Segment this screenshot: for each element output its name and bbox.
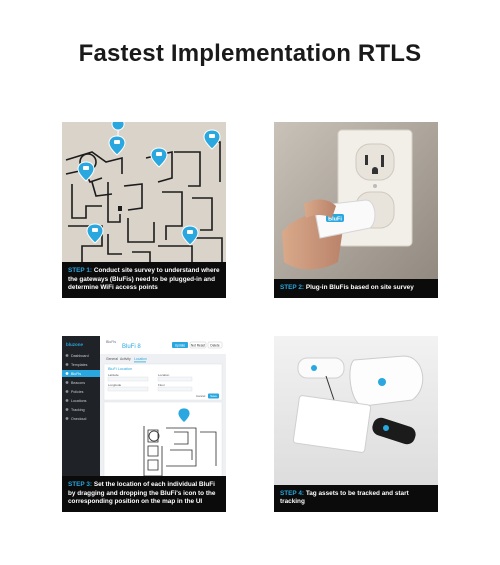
latitude-label: Latitude: [108, 373, 119, 377]
tab-location[interactable]: Location: [134, 357, 147, 361]
delete-button[interactable]: Delete: [210, 344, 219, 348]
floor-select[interactable]: [157, 386, 193, 392]
step-4-text: Tag assets to be tracked and start track…: [280, 489, 409, 505]
badge-card: [292, 395, 372, 453]
gateway-pins: [111, 122, 125, 147]
tab-activity[interactable]: Activity: [120, 357, 131, 361]
step-2-label: STEP 2:: [280, 283, 305, 291]
step-1-caption: STEP 1: Conduct site survey to understan…: [62, 262, 226, 298]
outlet-photo: BluFi: [274, 122, 438, 298]
breadcrumb[interactable]: BluFis: [106, 340, 116, 344]
ui-logo: bluzone: [66, 342, 83, 347]
step-1-label: STEP 1:: [68, 267, 93, 275]
white-beacon-large: [349, 355, 424, 407]
save-button[interactable]: Save: [210, 394, 217, 398]
step-3-label: STEP 3:: [68, 481, 93, 489]
sidebar-item-beacons[interactable]: Beacons: [71, 381, 85, 385]
longitude-label: Longitude: [108, 383, 122, 387]
update-button[interactable]: Update: [175, 344, 186, 348]
page-title: Fastest Implementation RTLS: [78, 40, 422, 67]
sidebar-item-templates[interactable]: Templates: [71, 363, 88, 367]
step-4-caption: STEP 4: Tag assets to be tracked and sta…: [274, 484, 438, 512]
section-title: BluFi Location: [108, 367, 132, 371]
white-tag-small: [297, 357, 345, 379]
map-pin-icon[interactable]: [177, 407, 191, 424]
step-4-label: STEP 4:: [280, 489, 305, 497]
tab-general[interactable]: General: [106, 357, 118, 361]
sidebar-item-onecloud[interactable]: Onecloud: [71, 417, 86, 421]
sidebar-item-dashboard[interactable]: Dashboard: [71, 354, 89, 358]
step-3-caption: STEP 3: Set the location of each individ…: [62, 476, 226, 512]
sidebar-item-policies[interactable]: Policies: [71, 390, 84, 394]
sidebar-item-blufis[interactable]: BluFis: [71, 372, 81, 376]
reset-button[interactable]: Not Reset: [191, 344, 205, 348]
step-2-caption: STEP 2: Plug-in BluFis based on site sur…: [274, 278, 438, 298]
floor-label: Floor: [158, 383, 165, 387]
location-select[interactable]: [157, 376, 193, 382]
step-1-panel: 1: [62, 122, 226, 298]
cancel-button[interactable]: Cancel: [196, 394, 206, 398]
step-4-panel: 4 STEP 4: Tag assets to be tracked and s…: [274, 336, 438, 512]
sidebar-item-tracking[interactable]: Tracking: [71, 408, 85, 412]
step-3-text: Set the location of each individual BluF…: [68, 481, 216, 505]
ui-floor-map[interactable]: [143, 426, 217, 477]
step-2-panel: 2 BluFi STEP 2: Plug-in BluFi: [274, 122, 438, 298]
outlet-receptacle-top: [355, 143, 395, 181]
device-label: BluFi: [328, 217, 342, 223]
tags-photo: [274, 336, 438, 512]
step-2-text: Plug-in BluFis based on site survey: [305, 283, 414, 291]
step-1-text: Conduct site survey to understand where …: [68, 267, 220, 291]
location-label: Location: [158, 373, 170, 377]
black-tag: [372, 417, 416, 445]
latitude-input[interactable]: [107, 376, 149, 382]
step-3-panel: 3 bluzone Dashboard Templates BluFis Bea…: [62, 336, 226, 512]
ui-page-heading: BluFi 8: [122, 344, 141, 350]
longitude-input[interactable]: [107, 386, 149, 392]
sidebar-item-locations[interactable]: Locations: [71, 399, 87, 403]
